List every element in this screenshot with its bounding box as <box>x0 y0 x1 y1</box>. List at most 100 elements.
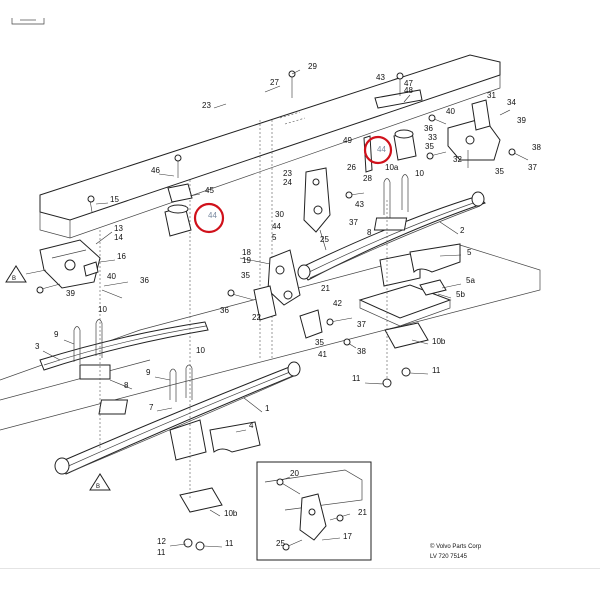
part-label-38: 38 <box>357 347 366 356</box>
part-label-21: 21 <box>358 508 367 517</box>
part-label-15: 15 <box>110 195 119 204</box>
warning-triangle-icon: B <box>89 473 111 491</box>
part-label-35: 35 <box>495 167 504 176</box>
highlight-ring-44-upper <box>363 135 393 165</box>
part-label-27: 27 <box>270 78 279 87</box>
part-label-11: 11 <box>225 539 234 548</box>
part-label-41: 41 <box>318 350 327 359</box>
part-label-5a: 5a <box>466 276 475 285</box>
bump-stop-front <box>164 183 193 237</box>
corner-bracket-icon <box>11 18 45 25</box>
part-label-10b: 10b <box>432 337 446 346</box>
svg-text:B: B <box>12 276 16 282</box>
part-label-11: 11 <box>157 548 166 557</box>
part-label-36: 36 <box>140 276 149 285</box>
svg-text:B: B <box>96 484 100 490</box>
highlighted-part-label-44: 44 <box>377 145 386 154</box>
part-label-19: 19 <box>242 256 251 265</box>
part-label-9: 9 <box>54 330 59 339</box>
part-label-20: 20 <box>290 469 299 478</box>
part-label-47: 47 <box>404 79 413 88</box>
part-label-35: 35 <box>315 338 324 347</box>
inset-detail <box>256 461 372 561</box>
shackle-bracket <box>267 249 301 306</box>
part-label-10b: 10b <box>224 509 238 518</box>
rear-hanger-bracket <box>447 99 501 161</box>
u-bolt-front <box>169 364 193 402</box>
part-label-10: 10 <box>196 346 205 355</box>
part-label-22: 22 <box>252 313 261 322</box>
part-label-37: 37 <box>349 218 358 227</box>
part-label-28: 28 <box>363 174 372 183</box>
part-label-25: 25 <box>276 539 285 548</box>
part-label-31: 31 <box>487 91 496 100</box>
bottom-divider <box>0 568 600 569</box>
part-label-30: 30 <box>275 210 284 219</box>
part-label-23: 23 <box>283 169 292 178</box>
part-label-37: 37 <box>528 163 537 172</box>
part-label-8: 8 <box>124 381 129 390</box>
part-label-29: 29 <box>308 62 317 71</box>
part-label-45: 45 <box>205 186 214 195</box>
part-label-16: 16 <box>117 252 126 261</box>
part-label-34: 34 <box>507 98 516 107</box>
part-label-39: 39 <box>66 289 75 298</box>
part-label-10: 10 <box>415 169 424 178</box>
part-label-10: 10 <box>98 305 107 314</box>
highlighted-part-labels: 44 44 <box>208 145 386 220</box>
part-label-39: 39 <box>517 116 526 125</box>
part-label-49: 49 <box>343 136 352 145</box>
part-label-8: 8 <box>367 228 372 237</box>
part-label-12: 12 <box>157 537 166 546</box>
warning-triangle-icon: B <box>5 265 47 283</box>
highlight-ring-44-lower <box>193 202 225 234</box>
part-label-11: 11 <box>432 366 441 375</box>
part-label-11: 11 <box>352 374 361 383</box>
part-label-38: 38 <box>532 143 541 152</box>
part-label-5: 5 <box>272 233 277 242</box>
part-label-35: 35 <box>425 142 434 151</box>
part-label-43: 43 <box>376 73 385 82</box>
part-label-24: 24 <box>283 178 292 187</box>
part-label-42: 42 <box>333 299 342 308</box>
part-label-5: 5 <box>467 248 472 257</box>
leaf-spring-left <box>54 361 301 475</box>
part-label-40: 40 <box>446 107 455 116</box>
part-label-5b: 5b <box>456 290 465 299</box>
u-bolt-rear-right <box>383 174 409 218</box>
part-label-40: 40 <box>107 272 116 281</box>
highlighted-part-label-44: 44 <box>208 211 217 220</box>
part-label-36: 36 <box>424 124 433 133</box>
bump-stop-rear <box>374 89 423 161</box>
part-label-1: 1 <box>265 404 270 413</box>
part-label-33: 33 <box>428 133 437 142</box>
part-label-26: 26 <box>347 163 356 172</box>
part-label-46: 46 <box>151 166 160 175</box>
copyright-caption: © Volvo Parts Corp <box>430 543 482 550</box>
part-label-2: 2 <box>460 226 465 235</box>
part-label-13: 13 <box>114 224 123 233</box>
part-label-17: 17 <box>343 532 352 541</box>
part-label-23: 23 <box>202 101 211 110</box>
part-label-9: 9 <box>146 368 151 377</box>
part-label-36: 36 <box>220 306 229 315</box>
part-label-18: 18 <box>242 248 251 257</box>
spring-hanger <box>303 167 331 233</box>
u-bolt-rear-left <box>73 319 103 364</box>
part-label-10a: 10a <box>385 163 399 172</box>
leaf-spring-right <box>297 191 486 281</box>
leader-lines <box>42 69 462 548</box>
part-label-4: 4 <box>249 421 254 430</box>
part-label-37: 37 <box>357 320 366 329</box>
part-label-25: 25 <box>320 235 329 244</box>
part-label-48: 48 <box>404 86 413 95</box>
part-label-7: 7 <box>149 403 154 412</box>
part-label-35: 35 <box>241 271 250 280</box>
part-label-21: 21 <box>321 284 330 293</box>
part-label-32: 32 <box>453 155 462 164</box>
part-label-44: 44 <box>272 222 281 231</box>
bolts <box>36 70 529 551</box>
part-label-14: 14 <box>114 233 123 242</box>
